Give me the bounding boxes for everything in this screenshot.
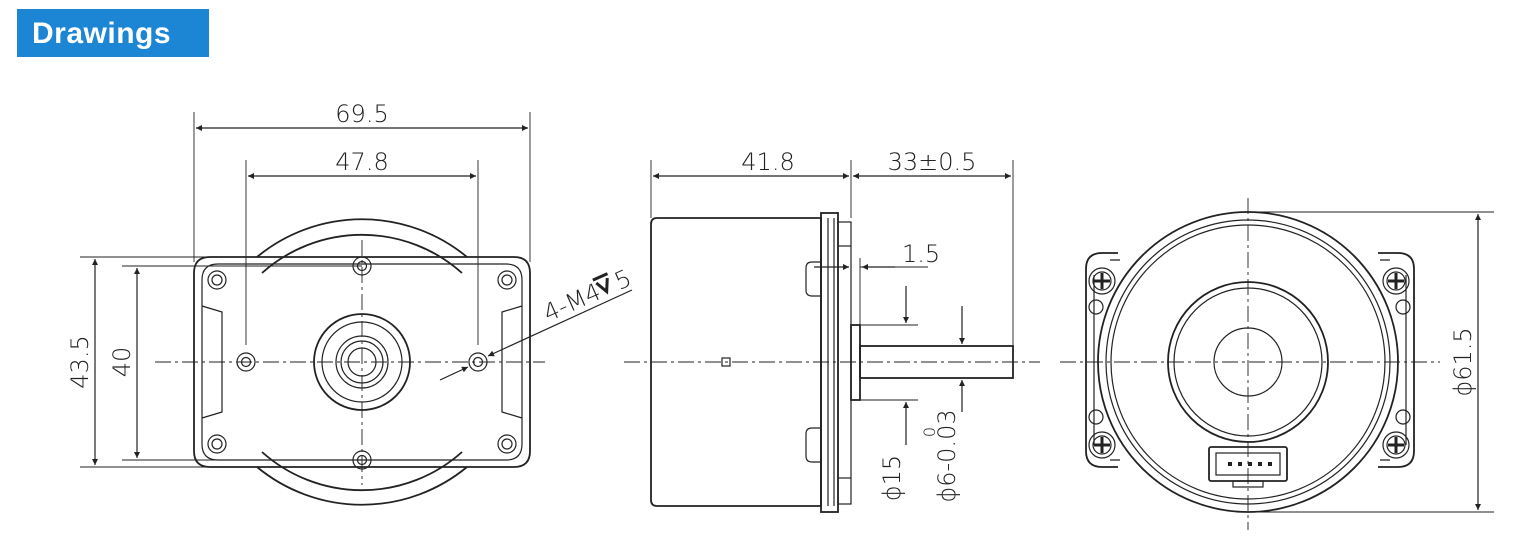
flange-plate (193, 256, 531, 468)
side-view: 41.8 33±0.5 1.5 ϕ15 (624, 148, 1040, 513)
screw-tr (1382, 267, 1410, 295)
screw-head-top (805, 261, 821, 297)
housing-top-arc (256, 218, 468, 258)
front-view: 69.5 47.8 43.5 40 (66, 100, 636, 506)
dim-body-length: 41.8 (741, 148, 794, 176)
corner-hole-tr (497, 270, 517, 290)
rear-hole-bl (1088, 409, 1104, 425)
rear-hole-tl (1088, 299, 1104, 315)
dim-shaft-diameter: ϕ6-0.03 (933, 409, 961, 502)
hole-callout-text: 4-M4 (539, 278, 605, 328)
dim-shaft-length: 33±0.5 (888, 148, 977, 176)
section-header-badge: Drawings (17, 9, 209, 57)
dim-width-overall: 69.5 (335, 100, 388, 128)
dim-flange-thickness: 1.5 (902, 240, 940, 268)
screw-tl (1088, 267, 1116, 295)
callout-leader (487, 289, 633, 357)
section-title: Drawings (32, 17, 172, 50)
screw-br (1382, 431, 1410, 459)
rear-view: ϕ61.5 (1060, 198, 1494, 530)
dim-body-diameter: ϕ61.5 (1449, 327, 1477, 396)
screw-bl (1088, 431, 1116, 459)
corner-hole-bl (207, 434, 227, 454)
rear-hole-br (1395, 409, 1411, 425)
corner-hole-br (497, 434, 517, 454)
rear-plate (1085, 252, 1415, 468)
hole-depth: 5 (610, 264, 635, 296)
housing-bottom-arc (256, 466, 468, 506)
dim-height-overall: 43.5 (66, 335, 94, 388)
flange-side (820, 212, 839, 513)
dim-boss-diameter: ϕ15 (878, 455, 906, 501)
corner-hole-tl (207, 270, 227, 290)
rear-hole-tr (1395, 299, 1411, 315)
dim-hole-spacing-v: 40 (108, 347, 136, 378)
dim-shaft-tol-upper: 0 (920, 427, 939, 437)
boss-side (850, 324, 861, 401)
depth-icon (592, 272, 609, 295)
motor-body (650, 217, 822, 507)
hole-callout: 4-M4 5 (539, 264, 636, 328)
screw-head-bottom (805, 427, 821, 463)
dim-hole-spacing-h: 47.8 (335, 148, 388, 176)
